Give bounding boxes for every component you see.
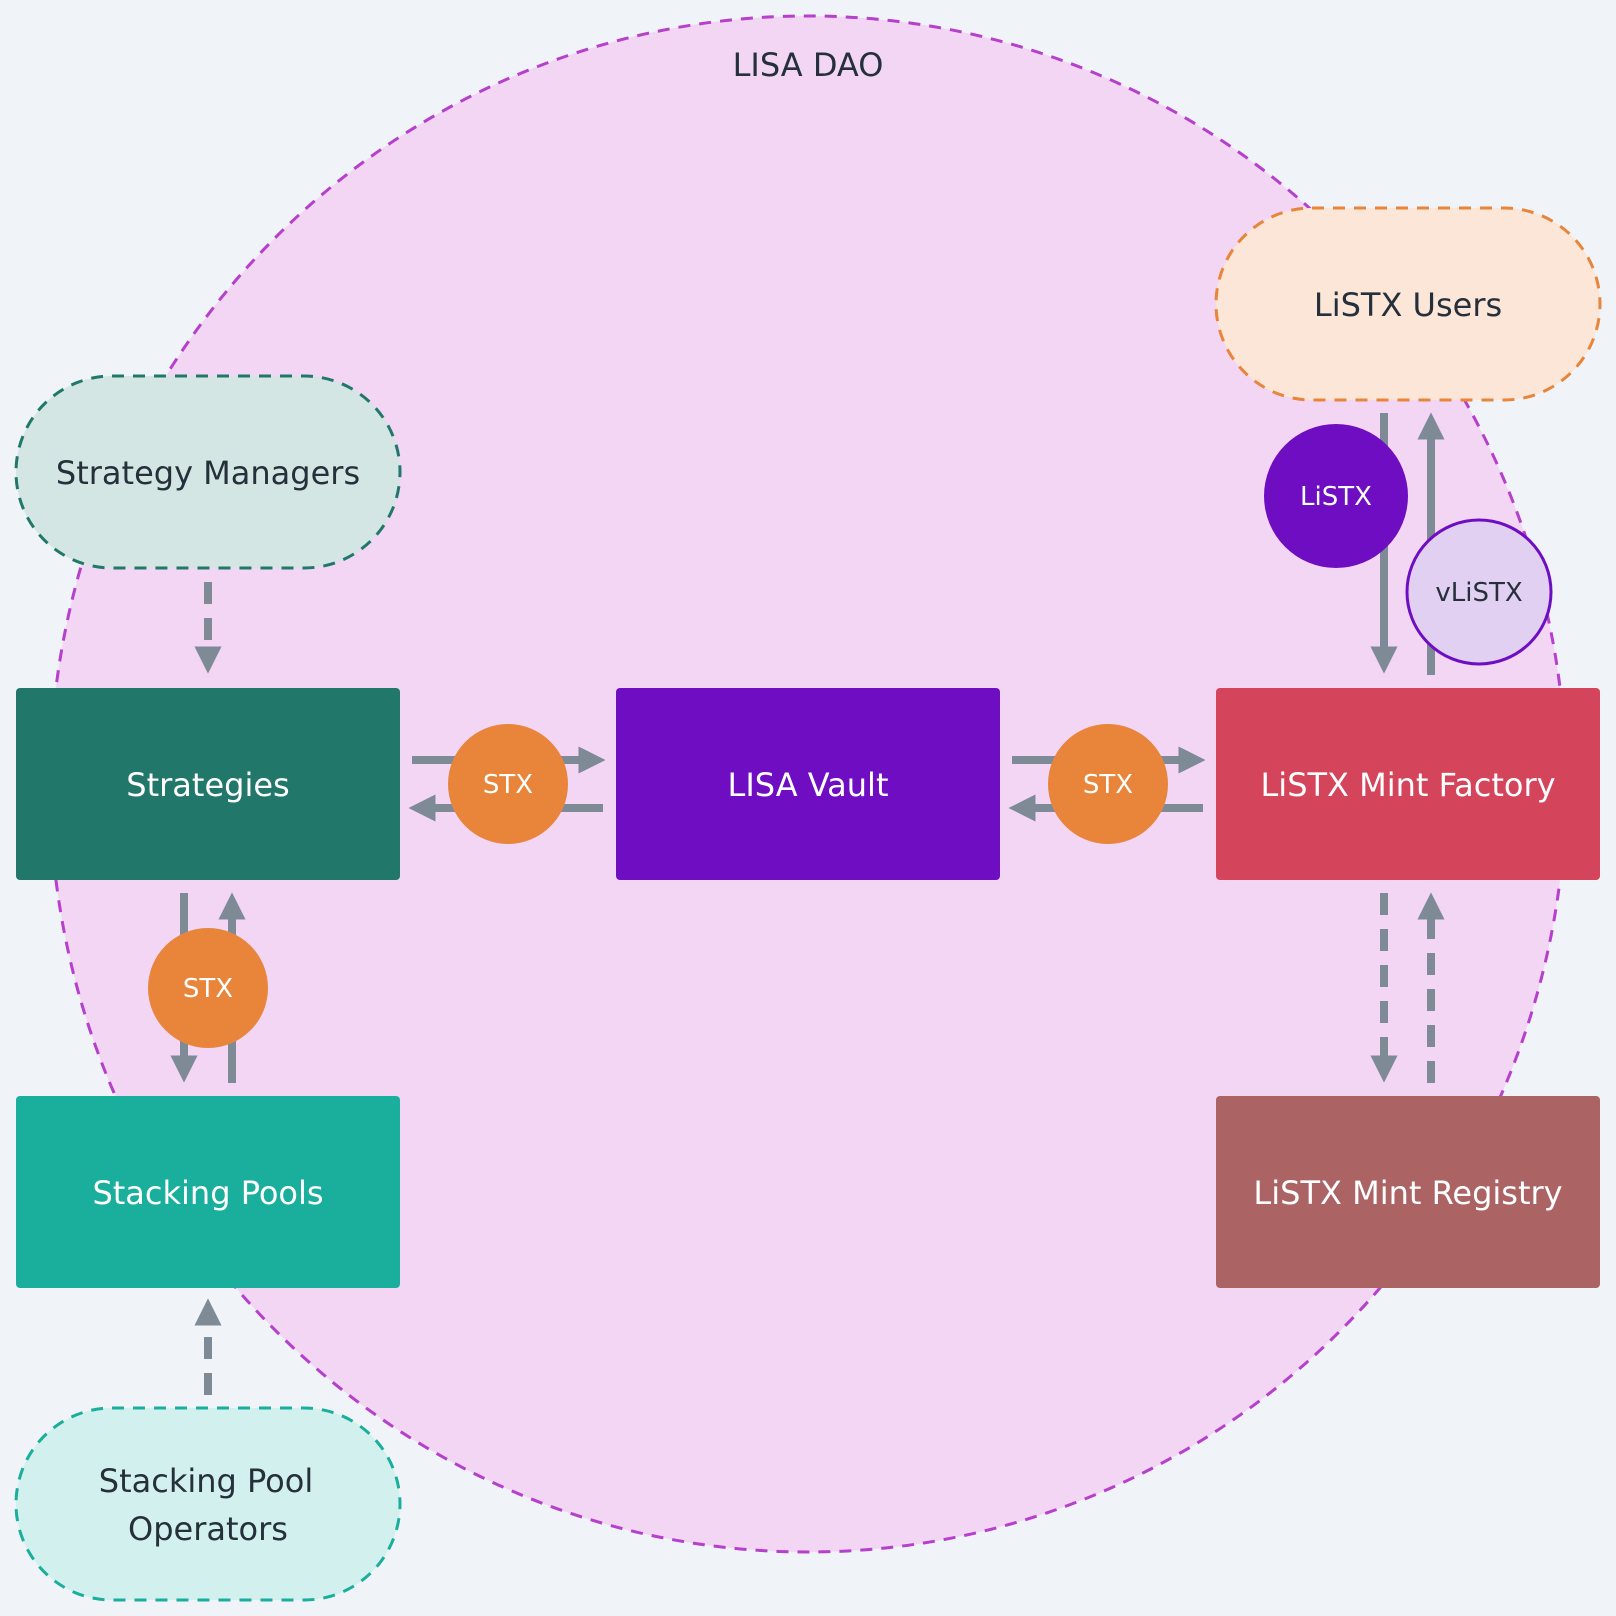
component-lisa-vault: LISA Vault [616,688,1000,880]
token-stx-label: STX [183,974,233,1004]
dao-title: LISA DAO [733,46,884,84]
token-stx-strategies-vault: STX [448,724,568,844]
token-stx-strategies-pools: STX [148,928,268,1048]
component-listx-mint-factory: LiSTX Mint Factory [1216,688,1600,880]
token-listx: LiSTX [1264,424,1408,568]
component-strategies: Strategies [16,688,400,880]
token-stx-label: STX [1083,770,1133,800]
actor-listx-users: LiSTX Users [1214,206,1602,402]
actor-operators-label-line1: Stacking Pool [99,1462,313,1500]
actor-operators-label-line2: Operators [128,1510,288,1548]
actor-strategy-managers-label: Strategy Managers [56,454,360,492]
token-stx-vault-factory: STX [1048,724,1168,844]
component-lisa-vault-label: LISA Vault [728,766,889,804]
actor-strategy-managers: Strategy Managers [14,374,402,570]
component-stacking-pools-label: Stacking Pools [92,1174,323,1212]
actor-stacking-pool-operators: Stacking Pool Operators [14,1406,402,1602]
token-vlistx-label: vLiSTX [1435,578,1522,608]
token-stx-label: STX [483,770,533,800]
component-listx-mint-factory-label: LiSTX Mint Factory [1260,766,1555,804]
component-stacking-pools: Stacking Pools [16,1096,400,1288]
actor-listx-users-label: LiSTX Users [1314,286,1502,324]
token-vlistx: vLiSTX [1405,518,1553,666]
component-strategies-label: Strategies [126,766,289,804]
component-listx-mint-registry-label: LiSTX Mint Registry [1253,1174,1562,1212]
token-listx-label: LiSTX [1300,482,1372,512]
component-listx-mint-registry: LiSTX Mint Registry [1216,1096,1600,1288]
